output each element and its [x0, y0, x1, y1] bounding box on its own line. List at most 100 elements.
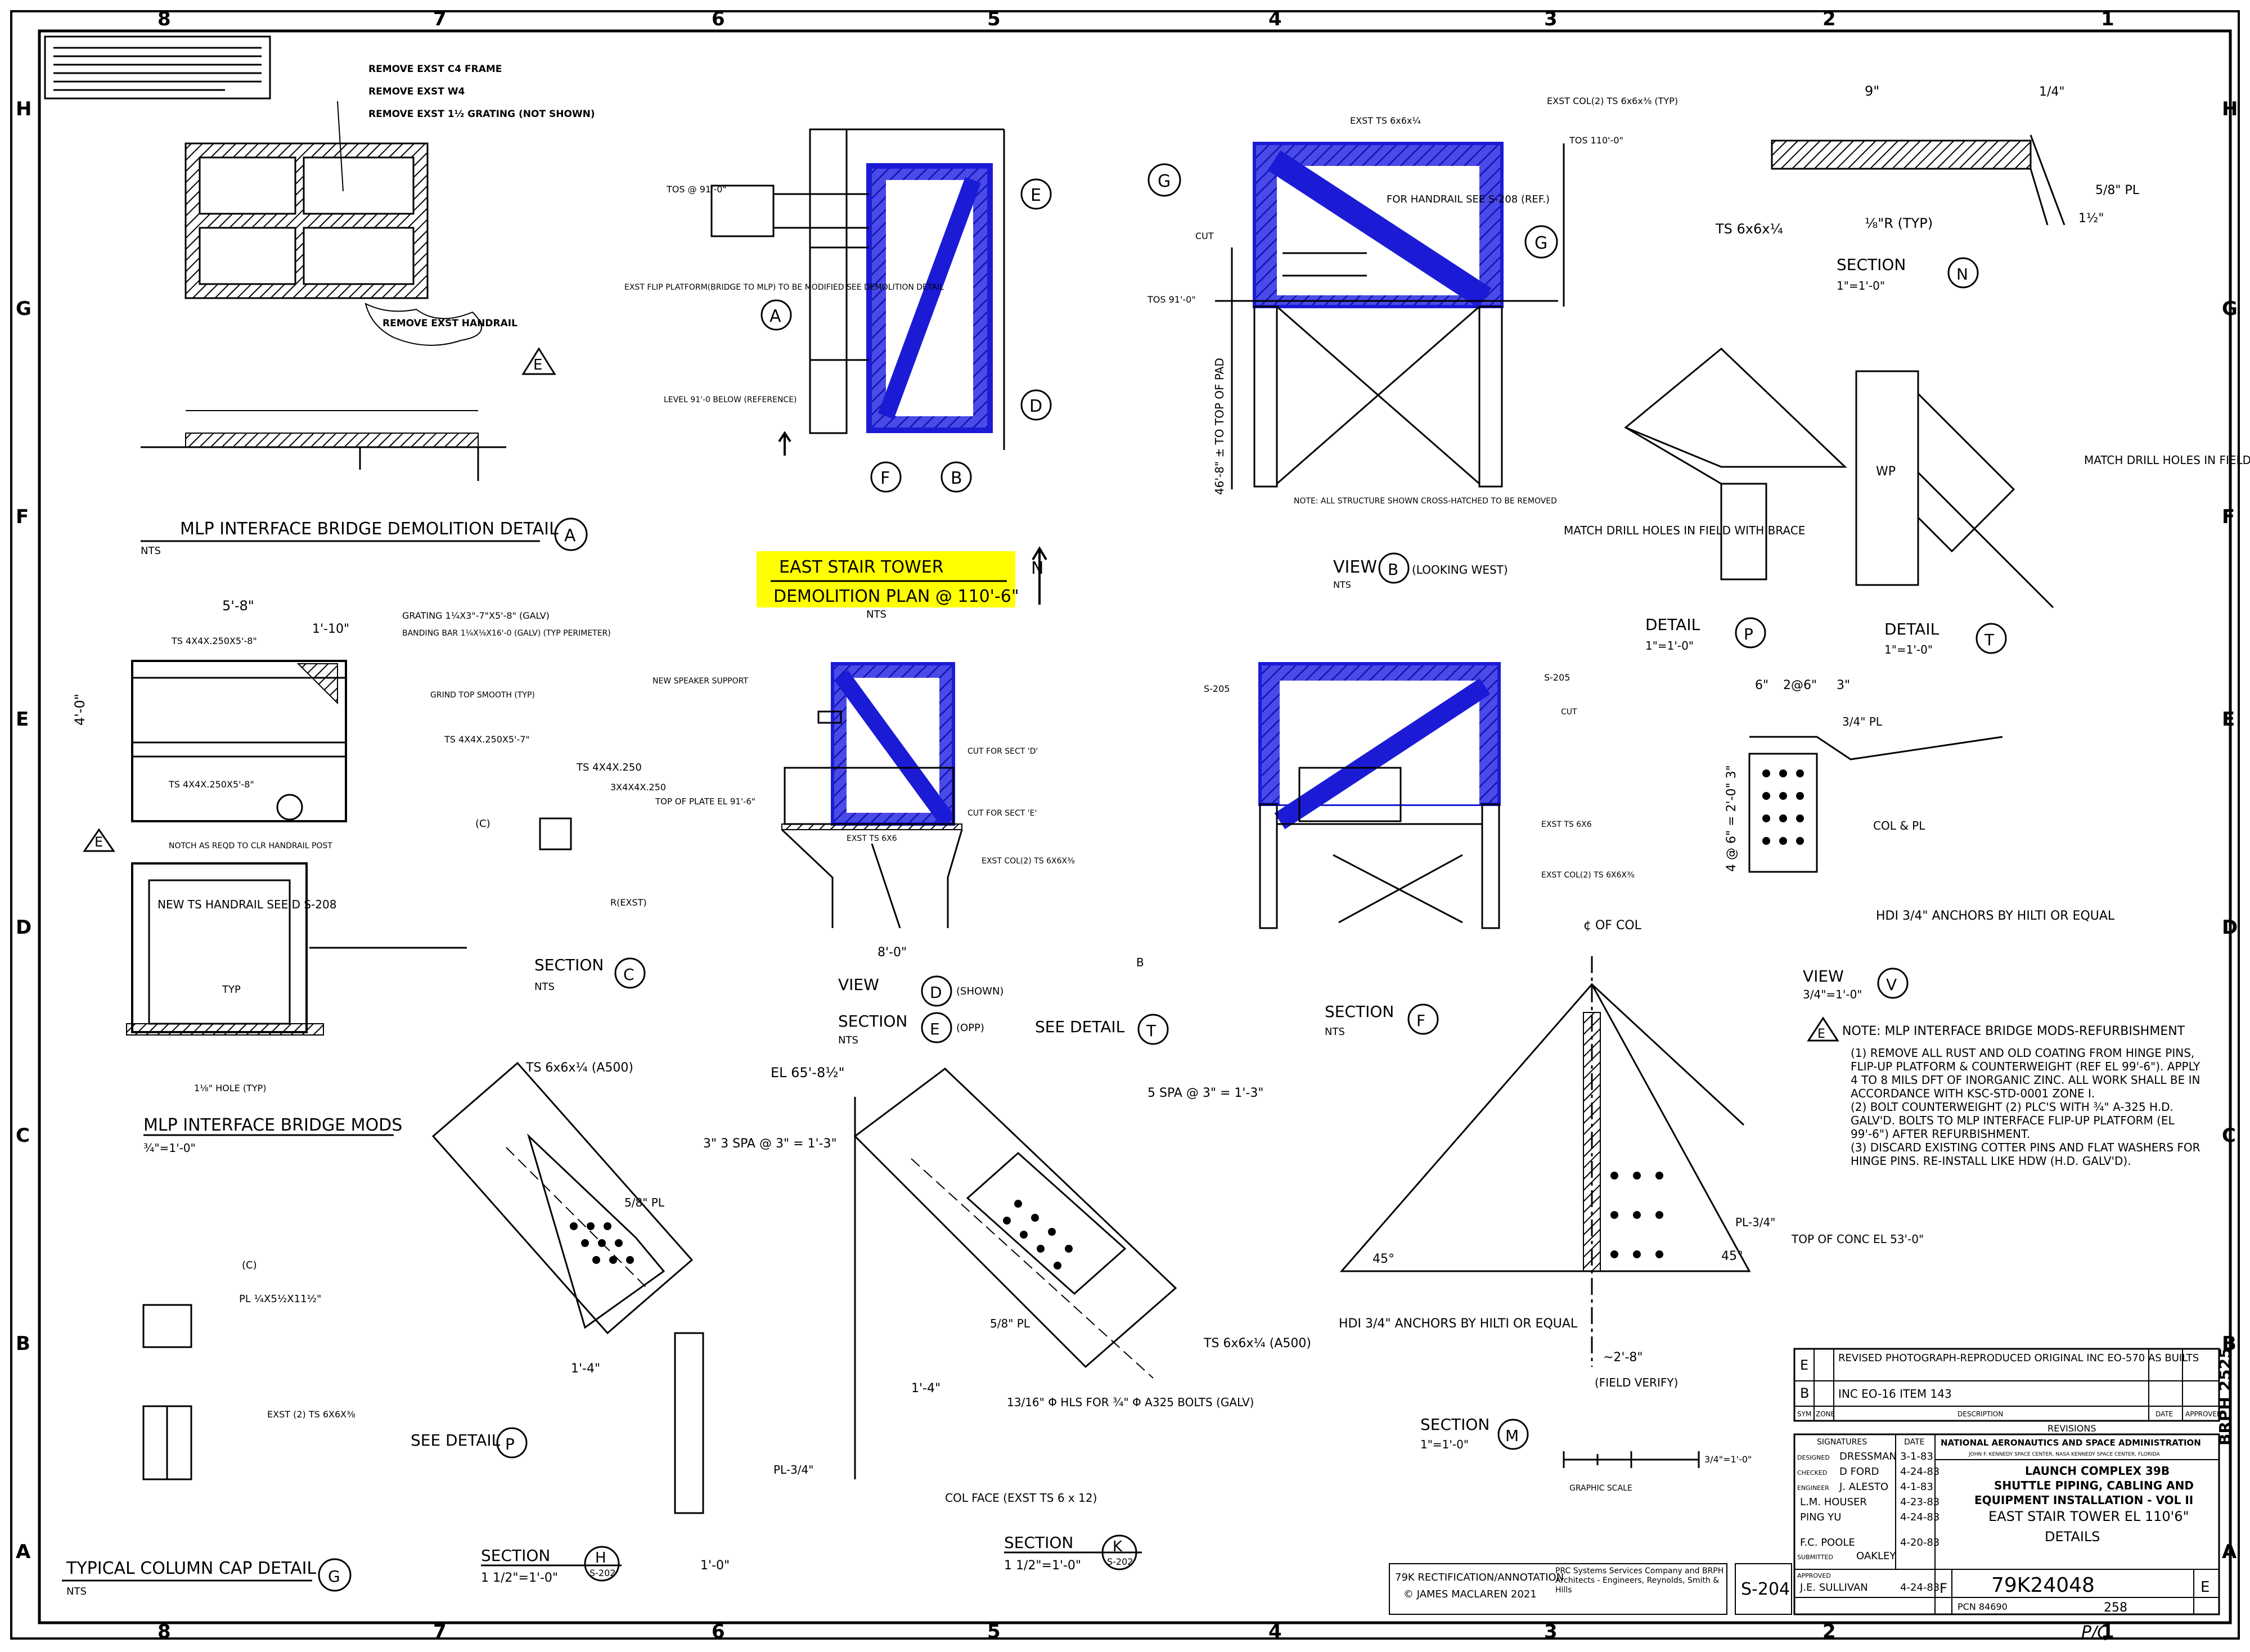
column-cap-tag: G — [328, 1567, 340, 1586]
tb-initials: P/Q — [2081, 1623, 2110, 1642]
section-m-angle1: 45° — [1372, 1252, 1394, 1266]
plan-note-level: LEVEL 91'-0 BELOW (REFERENCE) — [664, 395, 797, 404]
section-k-see: SEE DETAIL — [1035, 1018, 1125, 1036]
section-n-drawing — [1771, 134, 2066, 226]
row-label-left: F — [16, 506, 29, 528]
tb-copyright: © JAMES MACLAREN 2021 — [1403, 1588, 1537, 1600]
section-f-scale: NTS — [1325, 1026, 1345, 1038]
col-label-top: 4 — [1268, 8, 1282, 30]
tb-dwg-no: 79K24048 — [1991, 1574, 2095, 1597]
tb-sig-hdr: SIGNATURES — [1817, 1438, 1867, 1447]
new-handrail-note: NEW TS HANDRAIL SEE D S-208 — [158, 898, 336, 911]
general-note-tag: E — [1817, 1027, 1825, 1041]
tb-pcn: PCN 84690 — [1958, 1601, 2008, 1612]
view-b-tos-top: TOS 110'-0" — [1569, 135, 1623, 146]
section-e-tag: E — [930, 1020, 940, 1038]
section-h-sheet: S-202 — [590, 1568, 615, 1578]
section-m-anchors: HDI 3/4" ANCHORS BY HILTI OR EQUAL — [1339, 1317, 1578, 1331]
svg-text:J.E. SULLIVAN: J.E. SULLIVAN — [1799, 1582, 1868, 1594]
tb-sheet: 258 — [2104, 1601, 2127, 1615]
remove-handrail-note: REMOVE EXST HANDRAIL — [382, 318, 518, 329]
svg-text:SUBMITTED: SUBMITTED — [1797, 1554, 1833, 1561]
detail-p-title: DETAIL — [1645, 615, 1700, 634]
section-m-tag: M — [1505, 1426, 1519, 1445]
section-c-r: R(EXST) — [610, 897, 647, 908]
detail-p-scale: 1"=1'-0" — [1645, 639, 1694, 652]
view-b-handrail-note: FOR HANDRAIL SEE S-208 (REF.) — [1387, 193, 1550, 205]
section-k-scale: 1 1/2"=1'-0" — [1004, 1559, 1081, 1573]
detail-t-wp: WP — [1876, 465, 1896, 479]
revision-hdr-date: DATE — [2156, 1410, 2173, 1418]
view-d-exst-ts: EXST TS 6X6 — [847, 834, 897, 843]
row-label-right: A — [2222, 1541, 2237, 1563]
view-b-cut: CUT — [1195, 231, 1214, 241]
mods-label-grind: GRIND TOP SMOOTH (TYP) — [430, 691, 535, 700]
col-label-top: 5 — [987, 8, 1001, 30]
mods-label-notch: NOTCH AS REQD TO CLR HANDRAIL POST — [169, 841, 332, 850]
col-label-top: 6 — [712, 8, 725, 30]
plan-section-tags: E D F B A — [760, 178, 1052, 493]
view-d-exst-col: EXST COL(2) TS 6X6X⅜ — [982, 857, 1075, 866]
view-v-dims: 6" — [1755, 678, 1768, 692]
row-label-left: G — [16, 298, 32, 320]
mods-dim-right: 1'-10" — [312, 622, 349, 636]
view-a-tag: A — [564, 526, 576, 546]
section-n-ts: TS 6x6x¼ — [1715, 221, 1783, 237]
section-h-see-tag: P — [505, 1435, 515, 1453]
view-d-cut-e: CUT FOR SECT 'E' — [968, 809, 1037, 818]
section-k-sheet: S-202 — [1107, 1556, 1133, 1567]
section-h-plate: PL-3/4" — [773, 1463, 813, 1477]
inner-border — [38, 29, 2232, 1624]
view-b-exst-col: EXST COL(2) TS 6x6x⅜ (TYP) — [1547, 96, 1678, 106]
graphic-scale-label: GRAPHIC SCALE — [1569, 1484, 1632, 1493]
svg-text:4-23-83: 4-23-83 — [1900, 1496, 1940, 1508]
mods-label-ts2: TS 4X4X.250X5'-7" — [444, 734, 530, 745]
tb-agency-sub: JOHN F. KENNEDY SPACE CENTER, NASA KENNE… — [1968, 1452, 2161, 1457]
section-h-ts: TS 6x6x¼ (A500) — [525, 1061, 633, 1075]
col-label-top: 1 — [2101, 8, 2114, 30]
row-label-right: C — [2222, 1124, 2236, 1147]
section-k-see-tag: T — [1146, 1021, 1156, 1040]
col-label-bottom: 2 — [1822, 1621, 1836, 1643]
view-b-pad: 46'-8" ± TO TOP OF PAD — [1213, 358, 1226, 495]
svg-text:DRESSMAN: DRESSMAN — [1839, 1451, 1897, 1462]
plan-title-highlight — [757, 551, 1015, 607]
revision-hdr-desc: DESCRIPTION — [1958, 1410, 2003, 1418]
section-m-conc: TOP OF CONC EL 53'-0" — [1791, 1232, 1924, 1246]
plan-title-2: DEMOLITION PLAN @ 110'-6" — [773, 587, 1019, 606]
view-v-dims4: 4 @ 6" = 2'-0" 3" — [1725, 765, 1739, 872]
section-k-dim: 1'-4" — [911, 1381, 940, 1396]
section-n-scale: 1"=1'-0" — [1837, 279, 1885, 292]
view-b-title: VIEW — [1333, 557, 1377, 577]
view-a-tag-circle — [554, 517, 588, 551]
svg-text:D: D — [1029, 397, 1042, 416]
tb-title-1: LAUNCH COMPLEX 39B — [2025, 1464, 2170, 1478]
svg-text:F: F — [880, 469, 890, 488]
general-note-item: (3) DISCARD EXISTING COTTER PINS AND FLA… — [1851, 1141, 2200, 1168]
detail-p-drawing — [1624, 347, 1847, 580]
section-h-title: SECTION — [481, 1546, 550, 1565]
section-m-drawing — [1339, 956, 1751, 1367]
north-arrow-icon — [1032, 546, 1047, 605]
col-label-bottom: 1 — [2101, 1621, 2114, 1643]
warning-box — [44, 35, 271, 100]
col-label-bottom: 6 — [712, 1621, 725, 1643]
svg-text:J. ALESTO: J. ALESTO — [1839, 1481, 1888, 1493]
general-note-item: (2) BOLT COUNTERWEIGHT (2) PLC'S WITH ¾"… — [1851, 1100, 2175, 1141]
section-n-r: ⅛"R (TYP) — [1865, 215, 1933, 231]
section-c-scale: NTS — [534, 981, 555, 993]
revision-sym-1: E — [1800, 1357, 1808, 1373]
title-block — [1389, 1433, 2220, 1615]
view-v-dims3: 3" — [1837, 678, 1850, 692]
section-k-ts: TS 6x6x¼ (A500) — [1203, 1336, 1311, 1351]
tb-rev: E — [2200, 1579, 2210, 1596]
section-n-dim-1half: 1½" — [2078, 211, 2104, 226]
col-label-top: 7 — [433, 8, 447, 30]
view-b-drawing — [1215, 142, 1565, 489]
view-a-scale: NTS — [141, 545, 161, 557]
svg-text:DESIGNED: DESIGNED — [1797, 1454, 1830, 1461]
section-c-tag: C — [623, 965, 634, 984]
revision-hdr-app: APPROVED — [2185, 1410, 2222, 1418]
view-v-tag: V — [1886, 975, 1897, 994]
